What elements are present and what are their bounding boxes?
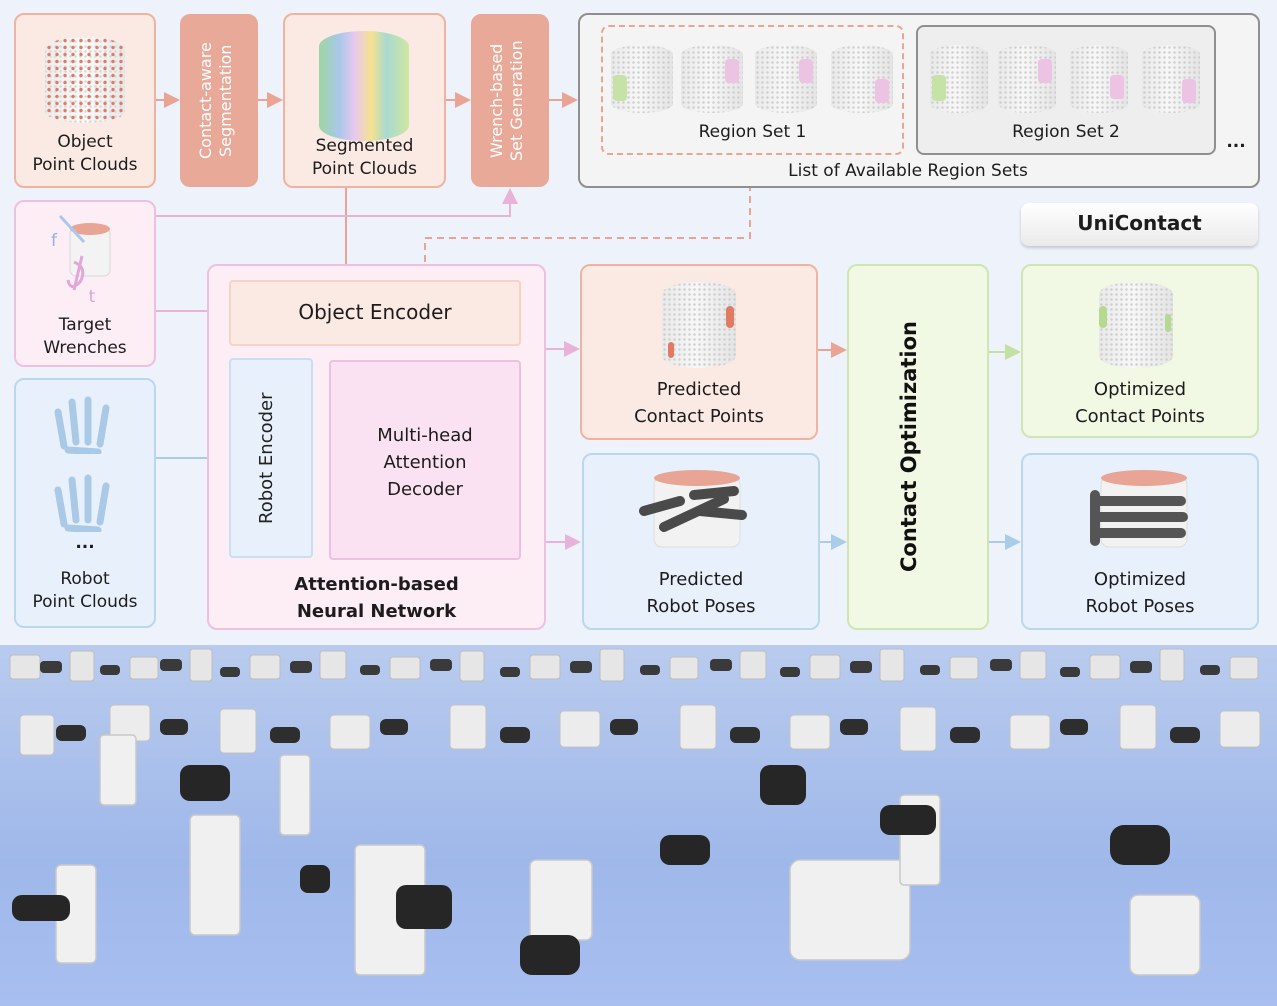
predicted-pose-image — [639, 470, 747, 548]
scene-illustration — [9, 648, 1261, 976]
object-point-cloud-image — [45, 37, 125, 123]
grasp-scene-render — [0, 645, 1277, 1006]
contact-optimization-box: Contact Optimization — [847, 264, 989, 630]
near-hands — [12, 765, 1170, 975]
object-encoder-label: Object Encoder — [298, 300, 452, 324]
region-set-1-label: Region Set 1 — [698, 122, 807, 142]
region-set-2-cloud-4 — [1142, 45, 1200, 113]
region-set-1-box: Region Set 1 — [601, 25, 904, 155]
far-hands-row — [40, 659, 1220, 677]
wrench-f-symbol: f — [51, 231, 57, 251]
far-objects-row — [9, 648, 1259, 682]
robot-clouds-ellipsis: ... — [75, 533, 95, 553]
unicontact-badge: UniContact — [1021, 203, 1258, 246]
region-sets-list-box: Region Set 1 Region Set 2 ... List of Av… — [578, 13, 1260, 188]
predicted-contact-cloud — [662, 282, 736, 368]
wrench-illustration — [58, 214, 111, 291]
robot-encoder-box: Robot Encoder — [229, 358, 313, 558]
region-set-2-label: Region Set 2 — [1012, 122, 1120, 142]
unicontact-label: UniContact — [1077, 211, 1202, 235]
wrench-t-symbol: t — [88, 287, 96, 307]
region-set-2-box: Region Set 2 — [916, 25, 1216, 155]
contact-optimization-label: Contact Optimization — [897, 320, 921, 572]
near-objects — [55, 734, 1201, 976]
robot-hand-cloud-2 — [54, 474, 110, 532]
region-set-1-cloud-2 — [681, 45, 743, 113]
region-set-1-cloud-3 — [755, 45, 817, 113]
mid-objects-row — [19, 704, 1261, 756]
mid-hands-row — [56, 719, 1200, 743]
object-encoder-box: Object Encoder — [229, 280, 521, 346]
optimized-contact-cloud — [1099, 282, 1173, 368]
region-set-1-cloud-1 — [611, 45, 673, 113]
robot-encoder-label: Robot Encoder — [256, 392, 277, 524]
region-set-2-cloud-1 — [930, 45, 988, 113]
region-set-2-cloud-2 — [998, 45, 1056, 113]
region-set-2-cloud-3 — [1070, 45, 1128, 113]
region-sets-ellipsis: ... — [1226, 132, 1246, 152]
optimized-pose-image — [1090, 470, 1188, 548]
segmented-point-cloud-image — [319, 31, 409, 141]
arrow-regionset-to-encoder — [417, 160, 751, 280]
region-set-1-cloud-4 — [831, 45, 893, 113]
robot-hand-cloud-1 — [54, 396, 110, 454]
region-sets-list-label: List of Available Region Sets — [788, 161, 1028, 181]
arrow-wrench-to-wrenchgen — [156, 188, 518, 217]
